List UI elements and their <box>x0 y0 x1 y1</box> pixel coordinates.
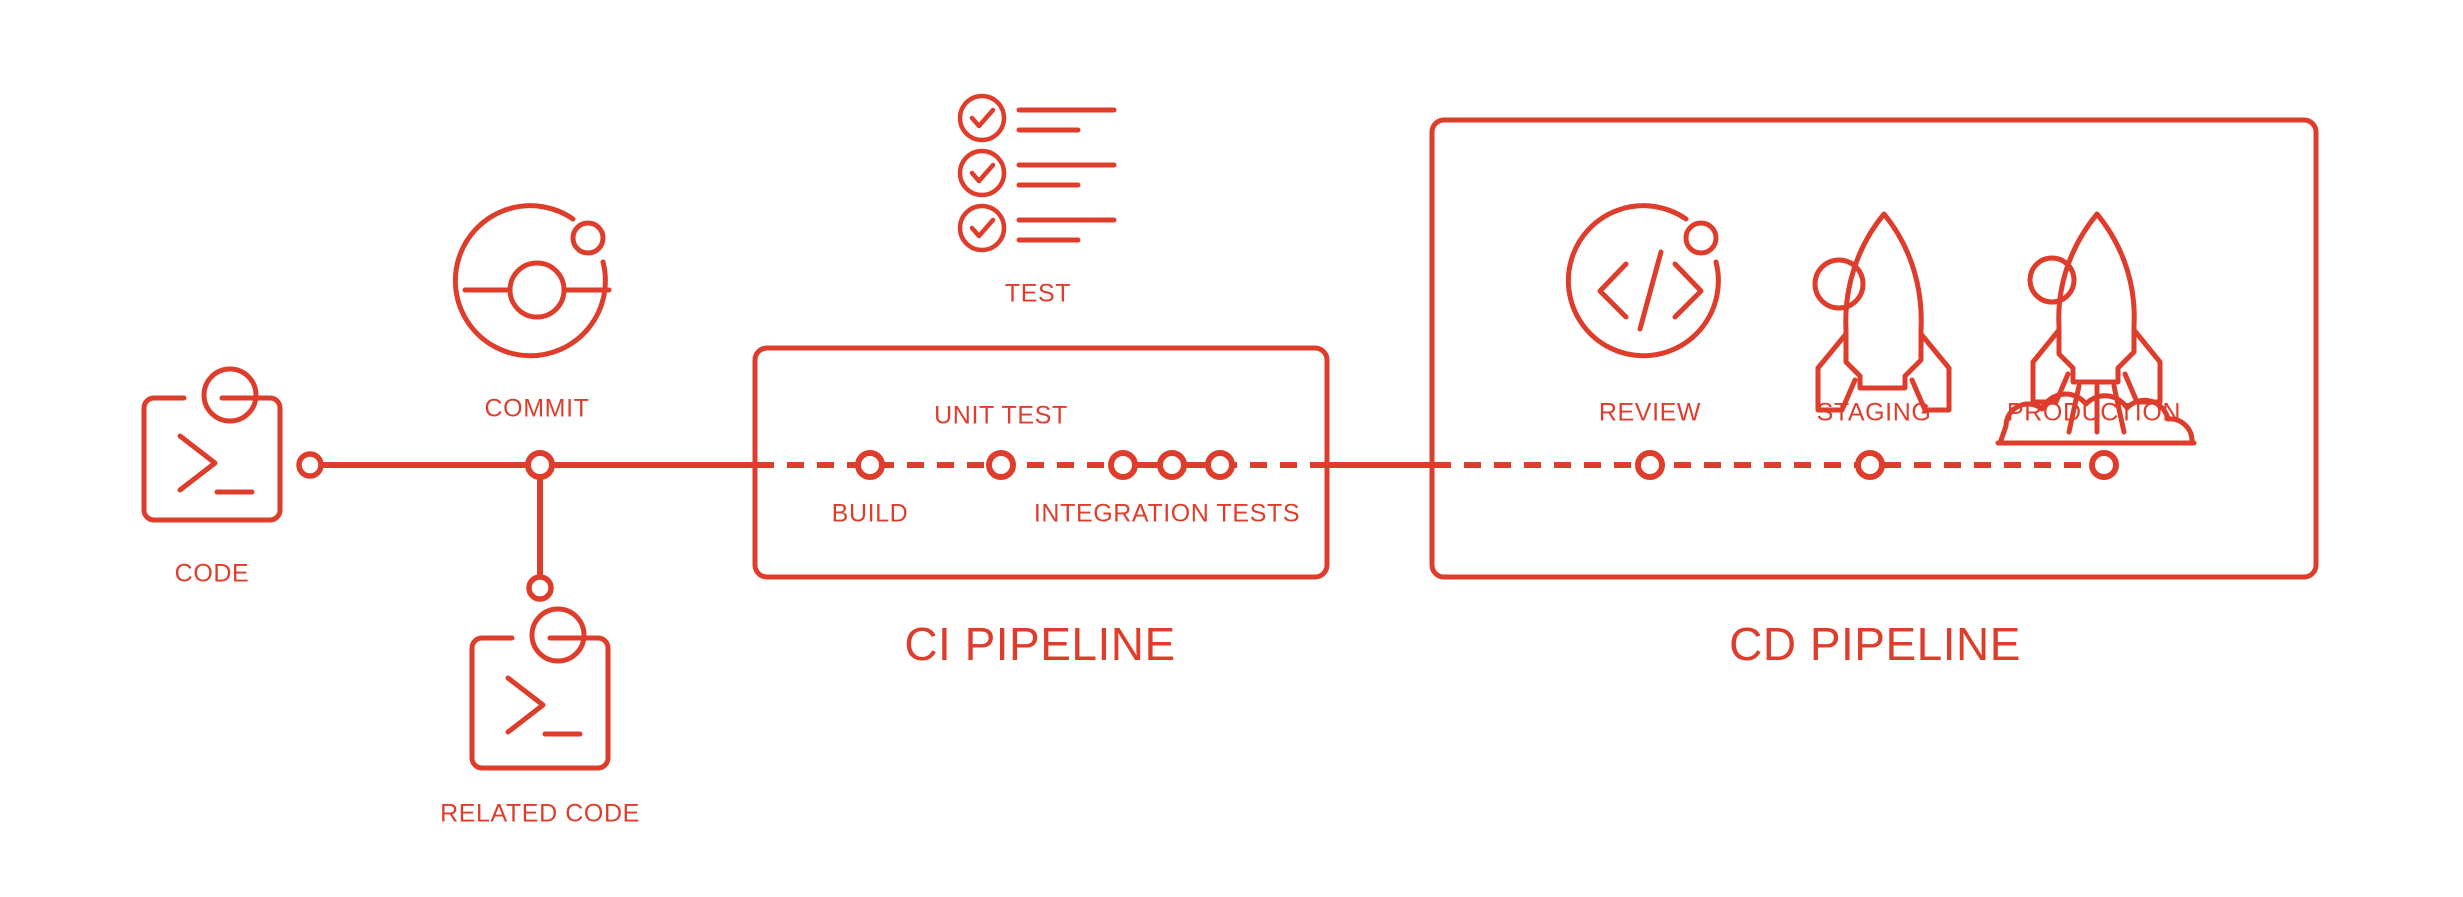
commit-icon-group[interactable] <box>452 203 612 359</box>
commit-outer-ring <box>452 203 608 359</box>
test-checkmark-3 <box>969 217 996 239</box>
ci-pipeline-title: CI PIPELINE <box>904 618 1175 670</box>
test-checkmark-1 <box>969 107 996 129</box>
related-code-document-outline <box>469 635 611 771</box>
staging-rocket-window <box>1812 257 1866 311</box>
code-chevron-glyph <box>177 433 218 493</box>
review-slash-glyph <box>1637 249 1664 332</box>
rail-node-integration-3[interactable] <box>1205 450 1235 480</box>
review-icon-group[interactable] <box>1565 203 1721 359</box>
staging-rocket-fin-right <box>1909 331 1952 413</box>
rail-node-commit-junction[interactable] <box>525 450 555 480</box>
production-exhaust-trail-left <box>2066 383 2082 435</box>
cd-pipeline-box <box>1429 117 2319 580</box>
related-code-chevron-glyph <box>505 675 546 735</box>
commit-label: COMMIT <box>485 395 590 423</box>
production-exhaust-trail-right <box>2111 383 2127 435</box>
test-check-circle-3 <box>957 203 1007 253</box>
production-rocket-fin-right <box>2122 327 2163 405</box>
cd-pipeline-title: CD PIPELINE <box>1729 618 2021 670</box>
production-rocket-window <box>2027 255 2077 305</box>
test-check-circle-2 <box>957 148 1007 198</box>
test-check-circle-1 <box>957 93 1007 143</box>
staging-rocket-icon-group[interactable] <box>1812 211 1952 413</box>
rail-node-integration-2[interactable] <box>1157 450 1187 480</box>
production-rocket-fin-left <box>2030 327 2071 405</box>
rail-node-build[interactable] <box>855 450 885 480</box>
code-badge-circle <box>201 366 259 424</box>
code-label: CODE <box>175 560 250 588</box>
review-outer-ring <box>1565 203 1721 359</box>
unit-test-label: UNIT TEST <box>934 402 1068 430</box>
review-orbit-dot <box>1683 220 1719 256</box>
related-code-label: RELATED CODE <box>440 800 640 828</box>
rail-node-start[interactable] <box>296 451 324 479</box>
production-smoke-cloud <box>1997 391 2195 446</box>
rail-node-staging[interactable] <box>1855 450 1885 480</box>
code-document-outline <box>141 395 283 523</box>
review-angle-left-glyph <box>1597 261 1629 320</box>
commit-inner-node <box>507 260 567 320</box>
review-label: REVIEW <box>1599 399 1701 427</box>
staging-rocket-fin-left <box>1815 331 1858 413</box>
test-label: TEST <box>1005 280 1071 308</box>
staging-rocket-body <box>1843 211 1924 391</box>
production-label: PRODUCTION <box>2007 399 2181 427</box>
production-rocket-body <box>2056 211 2137 385</box>
review-angle-right-glyph <box>1672 261 1704 320</box>
related-code-icon-group[interactable] <box>469 606 611 771</box>
code-icon-group[interactable] <box>141 366 283 523</box>
commit-orbit-dot <box>570 220 606 256</box>
rail-node-integration-1[interactable] <box>1108 450 1138 480</box>
test-checklist-icon-group[interactable] <box>957 93 1117 253</box>
staging-label: STAGING <box>1817 399 1932 427</box>
production-rocket-launch-icon-group[interactable] <box>1995 211 2197 446</box>
test-checkmark-2 <box>969 162 996 184</box>
integration-tests-label: INTEGRATION TESTS <box>1034 500 1300 528</box>
related-code-badge-circle <box>529 606 587 664</box>
rail-node-unit-test[interactable] <box>986 450 1016 480</box>
rail-node-related-code-end[interactable] <box>526 574 554 602</box>
rail-node-review[interactable] <box>1635 450 1665 480</box>
build-label: BUILD <box>832 500 909 528</box>
rail-node-production[interactable] <box>2089 450 2119 480</box>
